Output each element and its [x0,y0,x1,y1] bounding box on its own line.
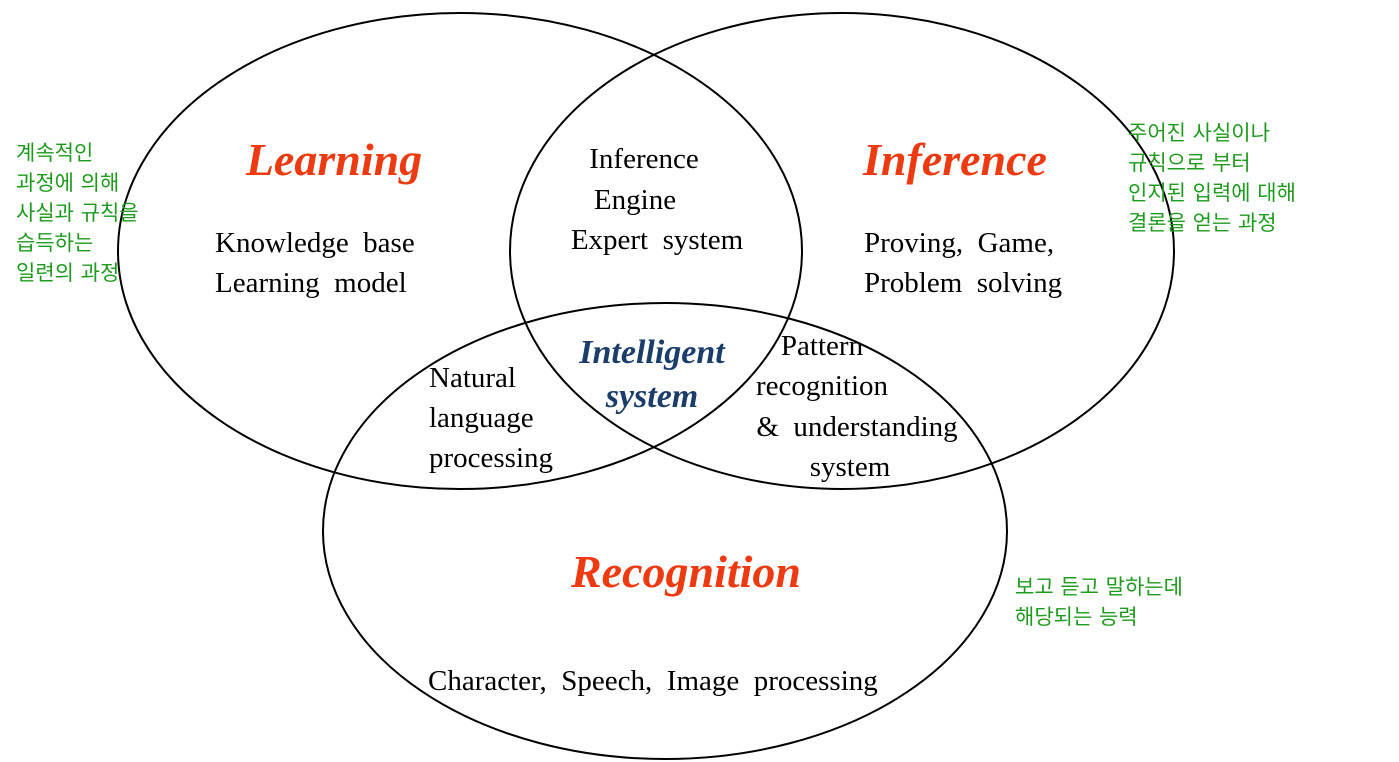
inference-title: Inference [862,134,1047,185]
center-label-line: Intelligent [578,334,726,371]
learning-note-line: 과정에 의해 [16,171,119,195]
overlap-inference-recognition-line: system [810,451,891,483]
overlap-learning-inference-line: Engine [594,184,676,216]
center-label-line: system [605,378,699,415]
overlap-inference-recognition-line: Pattern [781,330,864,362]
learning-note-line: 계속적인 [16,141,93,165]
learning-note-line: 일련의 과정 [16,261,119,285]
overlap-inference-recognition-line: recognition [756,370,889,402]
overlap-learning-inference-line: Inference [589,143,698,175]
inference-note-line: 인지된 입력에 대해 [1128,181,1296,205]
learning-note-line: 사실과 규칙을 [16,201,139,225]
learning-note-line: 습득하는 [16,231,93,255]
inference-item: Problem solving [864,267,1062,299]
inference-note-line: 결론을 얻는 과정 [1128,211,1277,235]
recognition-title: Recognition [570,546,801,597]
overlap-learning-recognition-line: language [429,402,534,434]
inference-note-line: 주어진 사실이나 [1128,121,1270,145]
learning-title: Learning [245,134,422,185]
learning-item: Knowledge base [215,227,415,259]
inference-circle [509,12,1175,490]
inference-note-line: 규칙으로 부터 [1128,151,1251,175]
overlap-inference-recognition-line: & understanding [756,411,957,443]
overlap-learning-recognition-line: Natural [429,362,516,394]
learning-item: Learning model [215,267,407,299]
overlap-learning-recognition-line: processing [429,442,553,474]
learning-circle [117,12,803,490]
inference-item: Proving, Game, [864,227,1054,259]
recognition-circle [322,302,1008,760]
recognition-note-line: 보고 듣고 말하는데 [1015,575,1183,599]
recognition-item: Character, Speech, Image processing [428,665,878,697]
recognition-note-line: 해당되는 능력 [1015,605,1138,629]
overlap-learning-inference-line: Expert system [571,224,744,256]
